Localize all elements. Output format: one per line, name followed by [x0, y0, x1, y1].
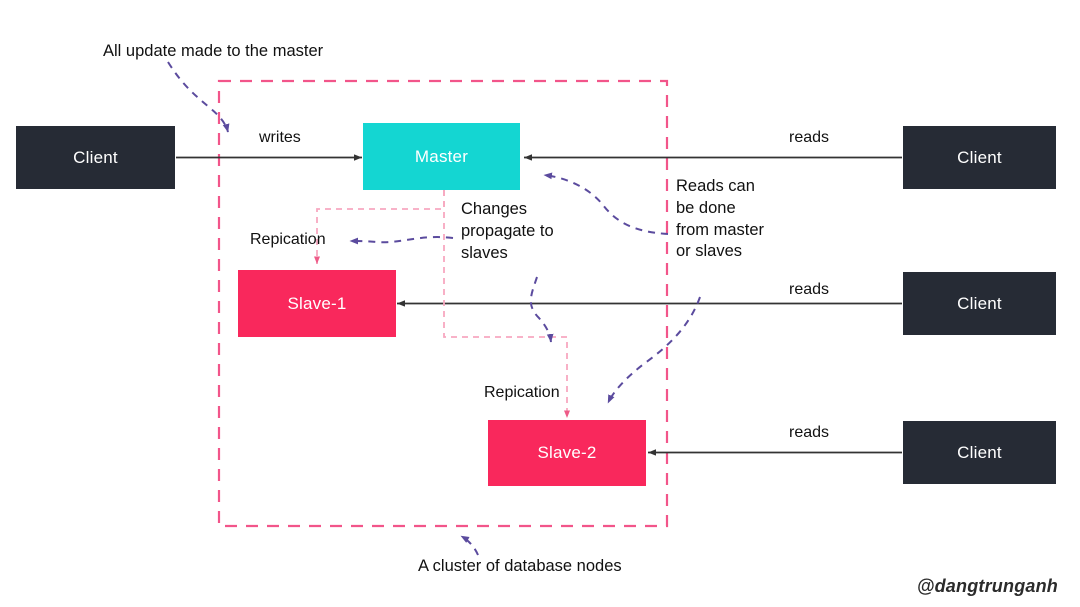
node-label: Slave-2 — [537, 443, 597, 462]
annotation-arrow-changes — [349, 236, 454, 245]
edge-label-replication-slave-1: Repication — [250, 231, 326, 248]
edge-label-writes: writes — [259, 129, 301, 146]
annotation-arrow-reads-slave-1 — [529, 276, 554, 343]
node-label: Client — [957, 442, 1002, 462]
node-label: Client — [957, 147, 1002, 167]
annotation-changes-propagate: Changes propagate to slaves — [461, 200, 554, 262]
node-label: Client — [957, 293, 1002, 313]
annotation-reads-note: Reads can be done from master or slaves — [676, 177, 765, 261]
edge-label-reads-master: reads — [789, 129, 830, 146]
node-client-read-3[interactable]: Client — [903, 421, 1056, 484]
edge-label-reads-slave-2: reads — [789, 424, 830, 441]
replication-path-slave-1 — [314, 190, 445, 264]
node-label: Client — [73, 147, 118, 167]
node-client-read-2[interactable]: Client — [903, 272, 1056, 335]
edge-label-replication-slave-2: Repication — [484, 384, 560, 401]
annotation-arrow-reads-slave-2 — [607, 296, 701, 404]
node-master[interactable]: Master — [363, 123, 520, 190]
node-client-write[interactable]: Client — [16, 126, 175, 189]
edge-label-reads-slave-1: reads — [789, 281, 830, 298]
node-slave-1[interactable]: Slave-1 — [238, 270, 396, 337]
node-label: Master — [414, 146, 469, 166]
annotation-arrow-cluster-caption — [460, 535, 479, 556]
annotation-arrow-updates — [167, 61, 230, 133]
node-label: Slave-1 — [287, 293, 347, 313]
annotation-cluster-caption: A cluster of database nodes — [418, 557, 622, 575]
node-slave-2[interactable]: Slave-2 — [488, 420, 646, 486]
node-client-read-1[interactable]: Client — [903, 126, 1056, 189]
annotation-update-master: All update made to the master — [103, 42, 324, 60]
watermark: @dangtrunganh — [916, 576, 1058, 596]
